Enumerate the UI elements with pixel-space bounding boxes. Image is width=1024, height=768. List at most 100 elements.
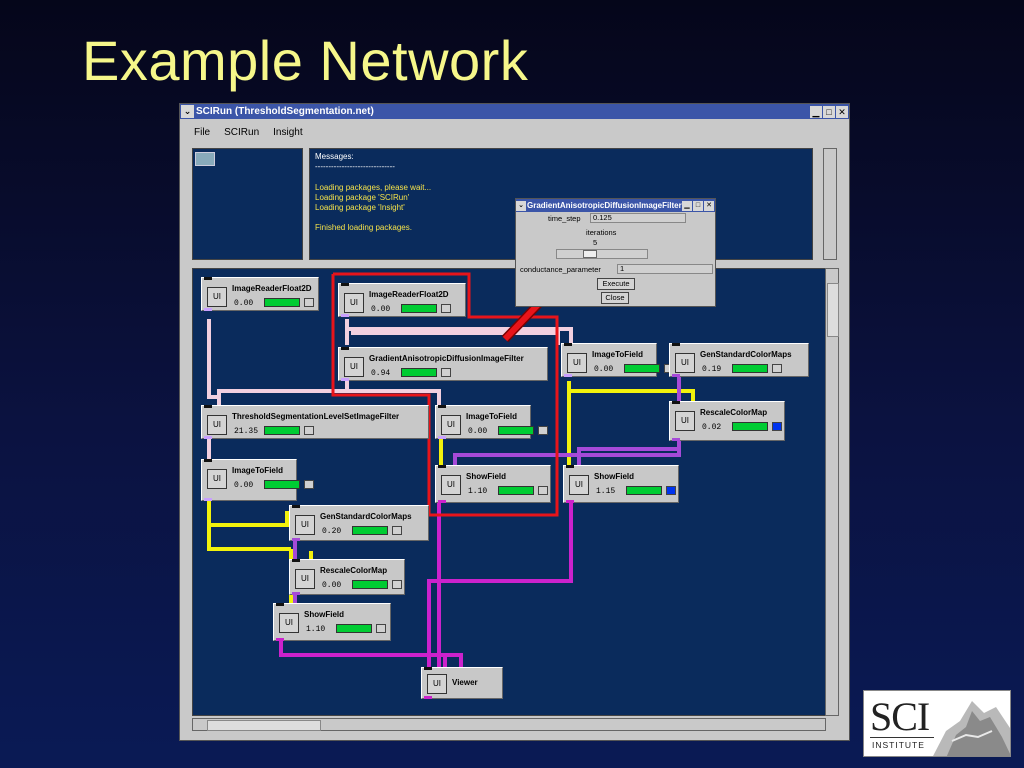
- conductance-field[interactable]: 1: [617, 264, 713, 274]
- overview-viewport[interactable]: [195, 152, 215, 166]
- close-button[interactable]: Close: [601, 292, 629, 304]
- module-status-indicator[interactable]: [538, 426, 548, 435]
- module-status-indicator[interactable]: [666, 486, 676, 495]
- module-input-port[interactable]: [204, 277, 212, 280]
- chevron-down-icon[interactable]: ⌄: [181, 105, 194, 118]
- module-input-port[interactable]: [341, 283, 349, 286]
- maximize-icon[interactable]: □: [823, 105, 835, 118]
- close-icon[interactable]: ✕: [836, 105, 848, 118]
- module-input-port[interactable]: [292, 505, 300, 508]
- maximize-icon[interactable]: □: [693, 200, 703, 211]
- module-input-port[interactable]: [292, 559, 300, 562]
- module-input-port[interactable]: [672, 343, 680, 346]
- module-ui-button[interactable]: UI: [427, 674, 447, 694]
- module-output-port[interactable]: [292, 538, 300, 541]
- module-status-indicator[interactable]: [304, 480, 314, 489]
- module-ui-button[interactable]: UI: [441, 415, 461, 435]
- module-ui-button[interactable]: UI: [207, 415, 227, 435]
- menu-insight[interactable]: Insight: [273, 126, 303, 138]
- module-output-port[interactable]: [292, 592, 300, 595]
- logo-divider: [870, 737, 934, 738]
- dialog-titlebar[interactable]: ⌄ GradientAnisotropicDiffusionImageFilte…: [516, 199, 715, 212]
- module-output-port[interactable]: [438, 500, 446, 503]
- module-output-port[interactable]: [276, 638, 284, 641]
- minimize-icon[interactable]: ▁: [810, 105, 822, 118]
- module-input-port[interactable]: [424, 667, 432, 670]
- module-input-port[interactable]: [438, 465, 446, 468]
- module-input-port[interactable]: [276, 603, 284, 606]
- module-output-port[interactable]: [566, 500, 574, 503]
- wire: [345, 381, 441, 405]
- module-output-port[interactable]: [341, 378, 349, 381]
- module-status-indicator[interactable]: [304, 298, 314, 307]
- canvas-scrollbar-horizontal[interactable]: [192, 718, 826, 731]
- module-ui-button[interactable]: UI: [344, 357, 364, 377]
- module-ui-button[interactable]: UI: [295, 515, 315, 535]
- menu-scirun[interactable]: SCIRun: [224, 126, 260, 138]
- module-output-port[interactable]: [424, 696, 432, 699]
- module-input-port[interactable]: [438, 405, 446, 408]
- module-input-port[interactable]: [204, 405, 212, 408]
- window-titlebar[interactable]: ⌄ SCIRun (ThresholdSegmentation.net) ▁ □…: [180, 104, 849, 119]
- module-input-port[interactable]: [672, 401, 680, 404]
- canvas-scrollbar-vertical[interactable]: [825, 268, 839, 716]
- module-ui-button[interactable]: UI: [207, 469, 227, 489]
- module-output-port[interactable]: [204, 436, 212, 439]
- module-ui-button[interactable]: UI: [207, 287, 227, 307]
- module-output-port[interactable]: [672, 438, 680, 441]
- module-ui-button[interactable]: UI: [569, 475, 589, 495]
- module-status-indicator[interactable]: [538, 486, 548, 495]
- module-ui-button[interactable]: UI: [567, 353, 587, 373]
- module-status-indicator[interactable]: [772, 422, 782, 431]
- close-icon[interactable]: ✕: [704, 200, 714, 211]
- chevron-down-icon[interactable]: ⌄: [516, 200, 526, 211]
- module-status-indicator[interactable]: [392, 526, 402, 535]
- module-ui-button[interactable]: UI: [675, 411, 695, 431]
- module-ui-button[interactable]: UI: [344, 293, 364, 313]
- module-ui-button[interactable]: UI: [279, 613, 299, 633]
- module-output-port[interactable]: [672, 374, 680, 377]
- module-input-port[interactable]: [204, 459, 212, 462]
- module-output-port[interactable]: [204, 308, 212, 311]
- module-status-indicator[interactable]: [441, 304, 451, 313]
- module-input-port[interactable]: [341, 347, 349, 350]
- time-step-field[interactable]: 0.125: [590, 213, 686, 223]
- messages-scrollbar[interactable]: [823, 148, 837, 260]
- module-output-port[interactable]: [564, 374, 572, 377]
- module-status-indicator[interactable]: [376, 624, 386, 633]
- module-ui-button[interactable]: UI: [675, 353, 695, 373]
- module-input-port[interactable]: [564, 343, 572, 346]
- module-output-port[interactable]: [438, 436, 446, 439]
- module-status-indicator[interactable]: [392, 580, 402, 589]
- module-status-indicator[interactable]: [304, 426, 314, 435]
- module-status-indicator[interactable]: [772, 364, 782, 373]
- menu-file[interactable]: File: [194, 126, 211, 138]
- iterations-slider[interactable]: [556, 249, 648, 259]
- module-output-port[interactable]: [341, 314, 349, 317]
- wire: [345, 319, 573, 345]
- module-ui-button[interactable]: UI: [295, 569, 315, 589]
- network-overview[interactable]: [192, 148, 303, 260]
- module-input-port[interactable]: [566, 465, 574, 468]
- minimize-icon[interactable]: ▁: [682, 200, 692, 211]
- execute-button[interactable]: Execute: [597, 278, 635, 290]
- module-output-port[interactable]: [204, 498, 212, 501]
- module-status-indicator[interactable]: [441, 368, 451, 377]
- module-ui-button[interactable]: UI: [441, 475, 461, 495]
